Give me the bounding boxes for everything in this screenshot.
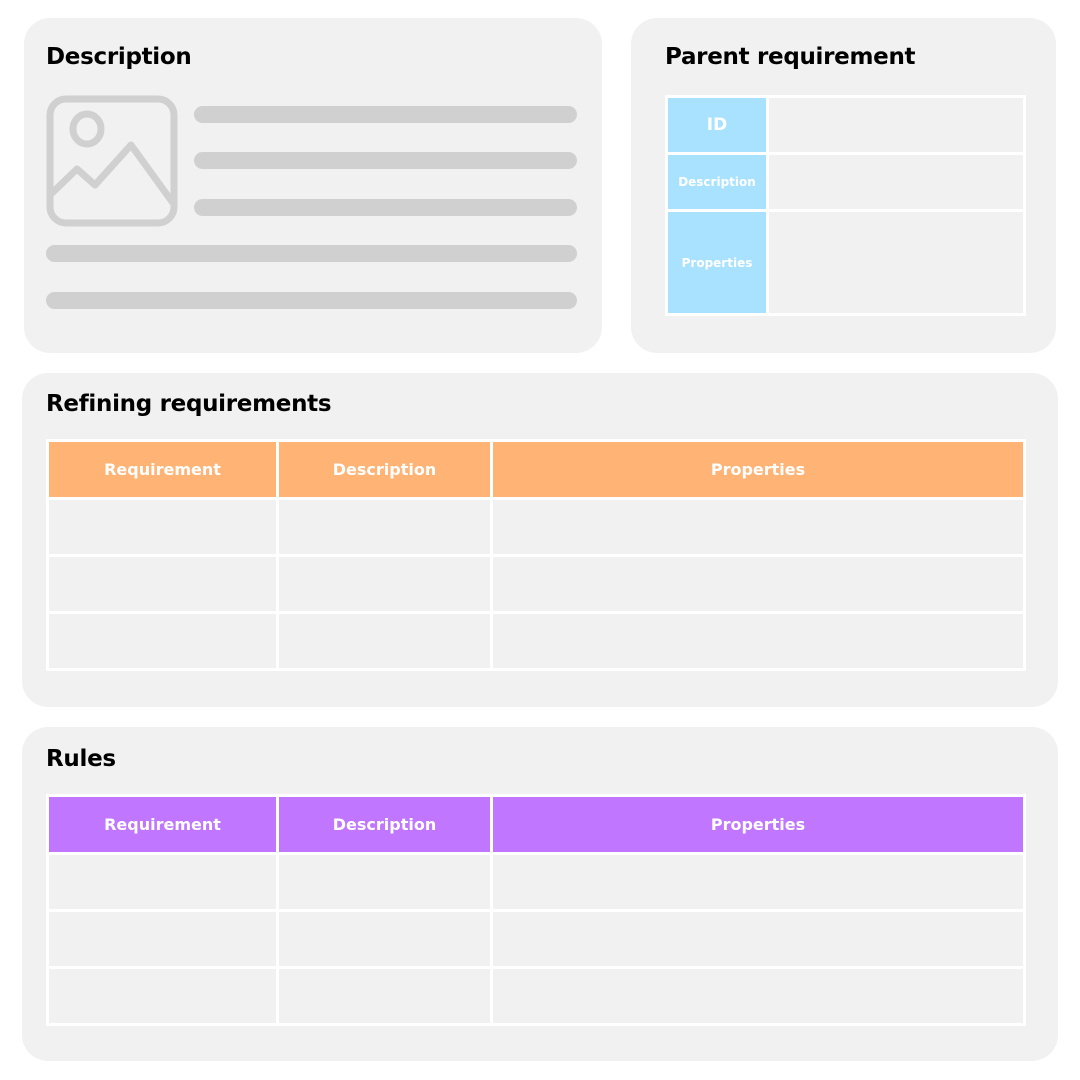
table-cell[interactable] xyxy=(490,611,1026,671)
table-header-row: Requirement Description Properties xyxy=(46,439,1026,500)
table-row: Description xyxy=(665,152,1026,212)
table-cell[interactable] xyxy=(46,966,279,1026)
table-cell[interactable] xyxy=(490,966,1026,1026)
column-header-properties: Properties xyxy=(490,439,1026,500)
text-line-placeholder xyxy=(46,245,577,262)
column-header-requirement: Requirement xyxy=(46,794,279,855)
table-cell[interactable] xyxy=(490,497,1026,557)
table-cell[interactable] xyxy=(46,852,279,912)
text-line-placeholder xyxy=(46,292,577,309)
table-cell[interactable] xyxy=(490,554,1026,614)
column-header-description: Description xyxy=(276,439,493,500)
refining-requirements-title: Refining requirements xyxy=(46,391,332,417)
table-cell[interactable] xyxy=(46,909,279,969)
table-row xyxy=(46,852,1026,912)
table-cell[interactable] xyxy=(276,852,493,912)
table-row xyxy=(46,554,1026,614)
table-row xyxy=(46,497,1026,557)
text-line-placeholder xyxy=(194,152,577,169)
rules-card: Rules Requirement Description Properties xyxy=(22,727,1058,1061)
description-card: Description xyxy=(24,18,602,353)
table-row: Properties xyxy=(665,209,1026,316)
rules-table: Requirement Description Properties xyxy=(46,794,1026,1026)
parent-requirement-card: Parent requirement ID Description Proper… xyxy=(631,18,1056,353)
table-row xyxy=(46,966,1026,1026)
rules-title: Rules xyxy=(46,746,116,772)
table-row xyxy=(46,611,1026,671)
table-cell[interactable] xyxy=(276,909,493,969)
text-line-placeholder xyxy=(194,106,577,123)
table-cell[interactable] xyxy=(276,497,493,557)
table-cell[interactable] xyxy=(46,611,279,671)
table-cell[interactable] xyxy=(46,497,279,557)
refining-requirements-table: Requirement Description Properties xyxy=(46,439,1026,671)
table-row: ID xyxy=(665,95,1026,155)
description-value-cell[interactable] xyxy=(766,152,1026,212)
table-cell[interactable] xyxy=(276,966,493,1026)
row-label-properties: Properties xyxy=(665,209,769,316)
row-label-description: Description xyxy=(665,152,769,212)
column-header-properties: Properties xyxy=(490,794,1026,855)
id-value-cell[interactable] xyxy=(766,95,1026,155)
text-line-placeholder xyxy=(194,199,577,216)
parent-requirement-table: ID Description Properties xyxy=(665,95,1026,316)
table-cell[interactable] xyxy=(276,554,493,614)
description-title: Description xyxy=(46,44,192,70)
column-header-requirement: Requirement xyxy=(46,439,279,500)
row-label-id: ID xyxy=(665,95,769,155)
properties-value-cell[interactable] xyxy=(766,209,1026,316)
table-row xyxy=(46,909,1026,969)
table-header-row: Requirement Description Properties xyxy=(46,794,1026,855)
column-header-description: Description xyxy=(276,794,493,855)
table-cell[interactable] xyxy=(46,554,279,614)
parent-requirement-title: Parent requirement xyxy=(665,44,916,70)
image-placeholder-icon xyxy=(46,95,178,227)
table-cell[interactable] xyxy=(276,611,493,671)
table-cell[interactable] xyxy=(490,909,1026,969)
refining-requirements-card: Refining requirements Requirement Descri… xyxy=(22,373,1058,707)
table-cell[interactable] xyxy=(490,852,1026,912)
